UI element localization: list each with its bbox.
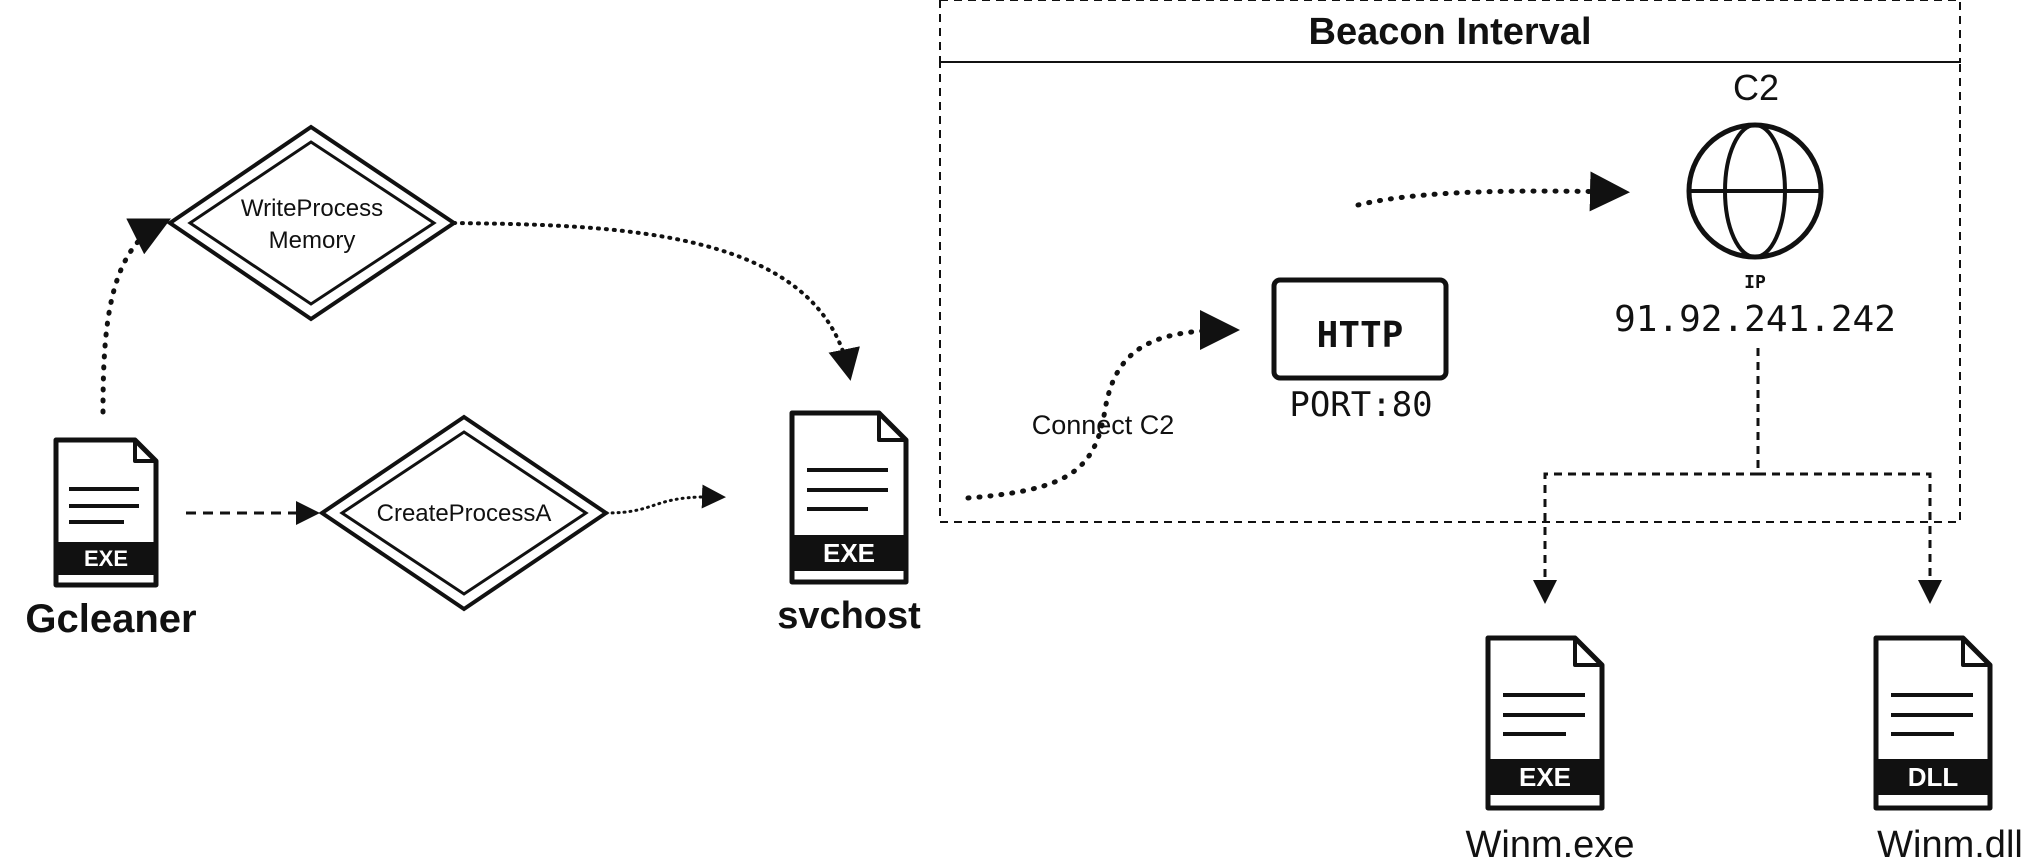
beacon-interval-group: Beacon Interval (939, 0, 1961, 523)
winm-exe-badge: EXE (1519, 762, 1571, 792)
write-process-memory-label-line2: Memory (269, 227, 356, 254)
create-process-a-node: CreateProcessA (318, 414, 610, 612)
edges: Connect C2 (100, 171, 1942, 604)
winm-exe-node: EXE Winm.exe (1466, 635, 1635, 864)
edge-c2-to-winm-dll (1758, 472, 1942, 604)
beacon-interval-body (939, 61, 1961, 523)
beacon-interval-header (939, 0, 1961, 63)
http-label: HTTP (1317, 315, 1404, 356)
c2-ip-address: 91.92.241.242 (1614, 299, 1896, 340)
winm-exe-label: Winm.exe (1466, 824, 1635, 864)
edge-c2-to-winm-exe (1533, 472, 1758, 604)
http-port: PORT:80 (1289, 385, 1432, 425)
create-process-a-label: CreateProcessA (377, 500, 552, 527)
svchost-label: svchost (777, 595, 921, 637)
svchost-node: EXE svchost (777, 410, 921, 637)
edge-svchost-to-http (965, 310, 1240, 501)
winm-dll-badge: DLL (1908, 762, 1959, 792)
gcleaner-badge: EXE (84, 546, 128, 571)
http-box (1271, 277, 1449, 381)
edge-writeprocessmemory-to-svchost (452, 221, 860, 381)
edge-createprocessa-to-svchost (604, 484, 726, 515)
gcleaner-label: Gcleaner (25, 597, 196, 641)
svchost-badge: EXE (823, 538, 875, 568)
document-file-icon (1873, 635, 1993, 811)
http-node: HTTP PORT:80 (1271, 277, 1449, 425)
write-process-memory-node: WriteProcess Memory (166, 124, 458, 322)
edge-connect-c2-label: Connect C2 (1032, 410, 1175, 440)
c2-label: C2 (1733, 67, 1779, 108)
beacon-interval-title: Beacon Interval (1309, 11, 1592, 53)
write-process-memory-label-line1: WriteProcess (241, 195, 383, 222)
globe-icon (1686, 122, 1824, 260)
c2-node: C2 IP 91.92.241.242 (1614, 67, 1896, 340)
document-file-icon (53, 437, 159, 588)
document-file-icon (789, 410, 909, 585)
gcleaner-node: EXE Gcleaner (25, 437, 197, 641)
c2-ip-caption: IP (1744, 272, 1766, 293)
winm-dll-label: Winm.dll (1877, 824, 2023, 864)
edge-http-to-c2 (1355, 171, 1630, 212)
document-file-icon (1485, 635, 1605, 811)
winm-dll-node: DLL Winm.dll (1873, 635, 2023, 864)
edge-gcleaner-to-writeprocessmemory (100, 218, 171, 415)
